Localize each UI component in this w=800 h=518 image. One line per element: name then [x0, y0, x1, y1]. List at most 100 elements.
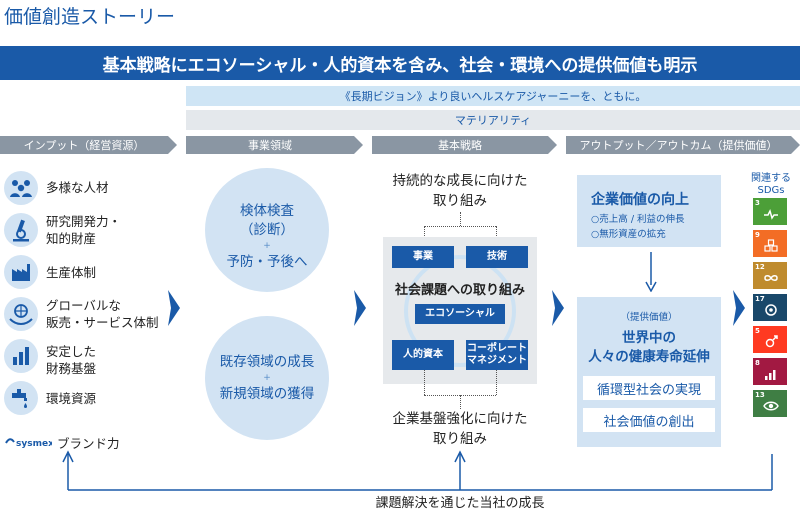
sdg-goal-3: 3: [753, 198, 787, 225]
sdg-number: 9: [755, 231, 760, 239]
dotted-connector: [424, 226, 496, 227]
input-line: 環境資源: [46, 391, 97, 406]
bullet-item: ○売上高 / 利益の伸長: [591, 211, 685, 225]
sdg-goal-12: 12: [753, 262, 787, 289]
heartbeat-icon: [764, 208, 778, 220]
dotted-connector: [496, 370, 497, 395]
input-line: 財務基盤: [46, 361, 97, 376]
sdgs-label-line: 関連する: [751, 173, 791, 184]
input-line: 安定した: [46, 344, 97, 359]
chevron-right-icon: [733, 290, 745, 326]
input-line: 販売・サービス体制: [46, 315, 159, 330]
dotted-connector: [424, 370, 425, 395]
strategy-foundation: 企業基盤強化に向けた 取り組み: [372, 409, 548, 449]
strategy-line: 持続的な成長に向けた: [392, 173, 528, 189]
chevron-right-icon: [354, 290, 366, 326]
box-business: 事業: [392, 246, 454, 268]
water-tap-icon: [4, 381, 38, 415]
infinity-icon: [764, 275, 778, 281]
input-line: 多様な人材: [46, 180, 109, 195]
header-output: アウトプット／アウトカム（提供価値）: [566, 136, 800, 154]
sdg-goal-5: 5: [753, 326, 787, 353]
plus-sign: +: [263, 373, 271, 383]
bullet-item: ○無形資産の拡充: [591, 226, 666, 240]
growth-icon: [765, 370, 776, 380]
input-environment: 環境資源: [46, 390, 96, 407]
bar-chart-icon: [4, 339, 38, 373]
sdg-number: 17: [755, 295, 765, 303]
ring-graphic: [404, 255, 516, 367]
chevron-right-icon: [552, 290, 564, 326]
circular-society-box: 循環型社会の実現: [583, 376, 715, 400]
long-term-vision-bar: 《長期ビジョン》より良いヘルスケアジャーニーを、ともに。: [186, 86, 800, 106]
sdg-number: 12: [755, 263, 765, 271]
gender-icon: [765, 335, 778, 348]
healthy-life-title: 世界中の 人々の健康寿命延伸: [577, 329, 721, 367]
box-technology: 技術: [466, 246, 528, 268]
social-value-box: 社会価値の創出: [583, 408, 715, 432]
globe-hands-icon: [4, 297, 38, 331]
bullet-text: 無形資産の拡充: [599, 229, 666, 240]
domain-line: 予防・予後へ: [226, 254, 308, 270]
feedback-loop: [62, 450, 773, 491]
box-corporate-management: コーポレート マネジメント: [466, 340, 528, 370]
corporate-value-box: [577, 175, 721, 247]
header-domain: 事業領域: [186, 136, 363, 154]
input-line: 研究開発力・: [46, 214, 122, 229]
box-human-capital: 人的資本: [392, 340, 454, 370]
svg-text:sysmex: sysmex: [16, 439, 52, 449]
domain-line: （診断）: [240, 222, 294, 238]
cubes-icon: [764, 239, 778, 252]
title-line: 人々の健康寿命延伸: [588, 349, 710, 365]
sdgs-label-line: SDGs: [757, 185, 785, 196]
header-input: インプット（経営資源）: [0, 136, 177, 154]
input-line: 生産体制: [46, 265, 97, 280]
page-title: 価値創造ストーリー: [4, 6, 176, 28]
sdg-goal-9: 9: [753, 230, 787, 257]
domain-line: 既存領域の成長: [219, 354, 315, 370]
strategy-line: 取り組み: [433, 193, 487, 209]
strategy-line: 取り組み: [433, 431, 487, 447]
box-line: マネジメント: [467, 355, 527, 366]
domain-line: 新規領域の獲得: [219, 386, 315, 402]
sdg-goal-13: 13: [753, 390, 787, 417]
bullet-icon: ○: [591, 229, 600, 240]
dotted-connector: [460, 212, 461, 226]
domain-circle-growth: 既存領域の成長 + 新規領域の獲得: [205, 316, 329, 440]
input-line: グローバルな: [46, 298, 121, 313]
domain-circle-diagnostics: 検体検査 （診断） + 予防・予後へ: [205, 168, 329, 292]
title-line: 世界中の: [622, 330, 676, 346]
sdg-number: 5: [755, 327, 760, 335]
chevron-right-icon: [168, 290, 180, 326]
people-icon: [4, 171, 38, 205]
input-rnd: 研究開発力・ 知的財産: [46, 213, 121, 247]
sdg-number: 3: [755, 199, 760, 207]
strategy-line: 企業基盤強化に向けた: [392, 411, 528, 427]
box-ecosocial: エコソーシャル: [415, 304, 505, 324]
sdg-number: 8: [755, 359, 760, 367]
social-issues-label: 社会課題への取り組み: [394, 283, 525, 298]
materiality-bar: マテリアリティ: [186, 110, 800, 130]
input-diverse-talent: 多様な人材: [46, 179, 109, 196]
plus-sign: +: [263, 241, 271, 251]
sdg-goal-17: 17: [753, 294, 787, 321]
strategy-banner: 基本戦略にエコソーシャル・人的資本を含み、社会・環境への提供価値も明示: [0, 46, 800, 80]
flower-icon: [765, 304, 777, 316]
strategy-sustainable-growth: 持続的な成長に向けた 取り組み: [372, 171, 548, 211]
factory-icon: [4, 255, 38, 289]
feedback-label: 課題解決を通じた当社の成長: [375, 496, 545, 511]
box-line: コーポレート: [467, 343, 527, 354]
sdg-number: 13: [755, 391, 765, 399]
dotted-connector: [460, 395, 461, 409]
corporate-value-title: 企業価値の向上: [591, 192, 689, 208]
microscope-icon: [4, 213, 38, 247]
sysmex-logo: sysmex: [4, 434, 54, 454]
input-global-sales: グローバルな 販売・サービス体制: [46, 297, 159, 331]
sdg-goal-8: 8: [753, 358, 787, 385]
bullet-icon: ○: [591, 214, 600, 225]
header-strategy: 基本戦略: [372, 136, 557, 154]
provided-value-label: （提供価値）: [620, 312, 678, 323]
sdgs-label: 関連する SDGs: [744, 173, 798, 197]
input-financial: 安定した 財務基盤: [46, 343, 96, 377]
bullet-text: 売上高 / 利益の伸長: [599, 214, 685, 225]
